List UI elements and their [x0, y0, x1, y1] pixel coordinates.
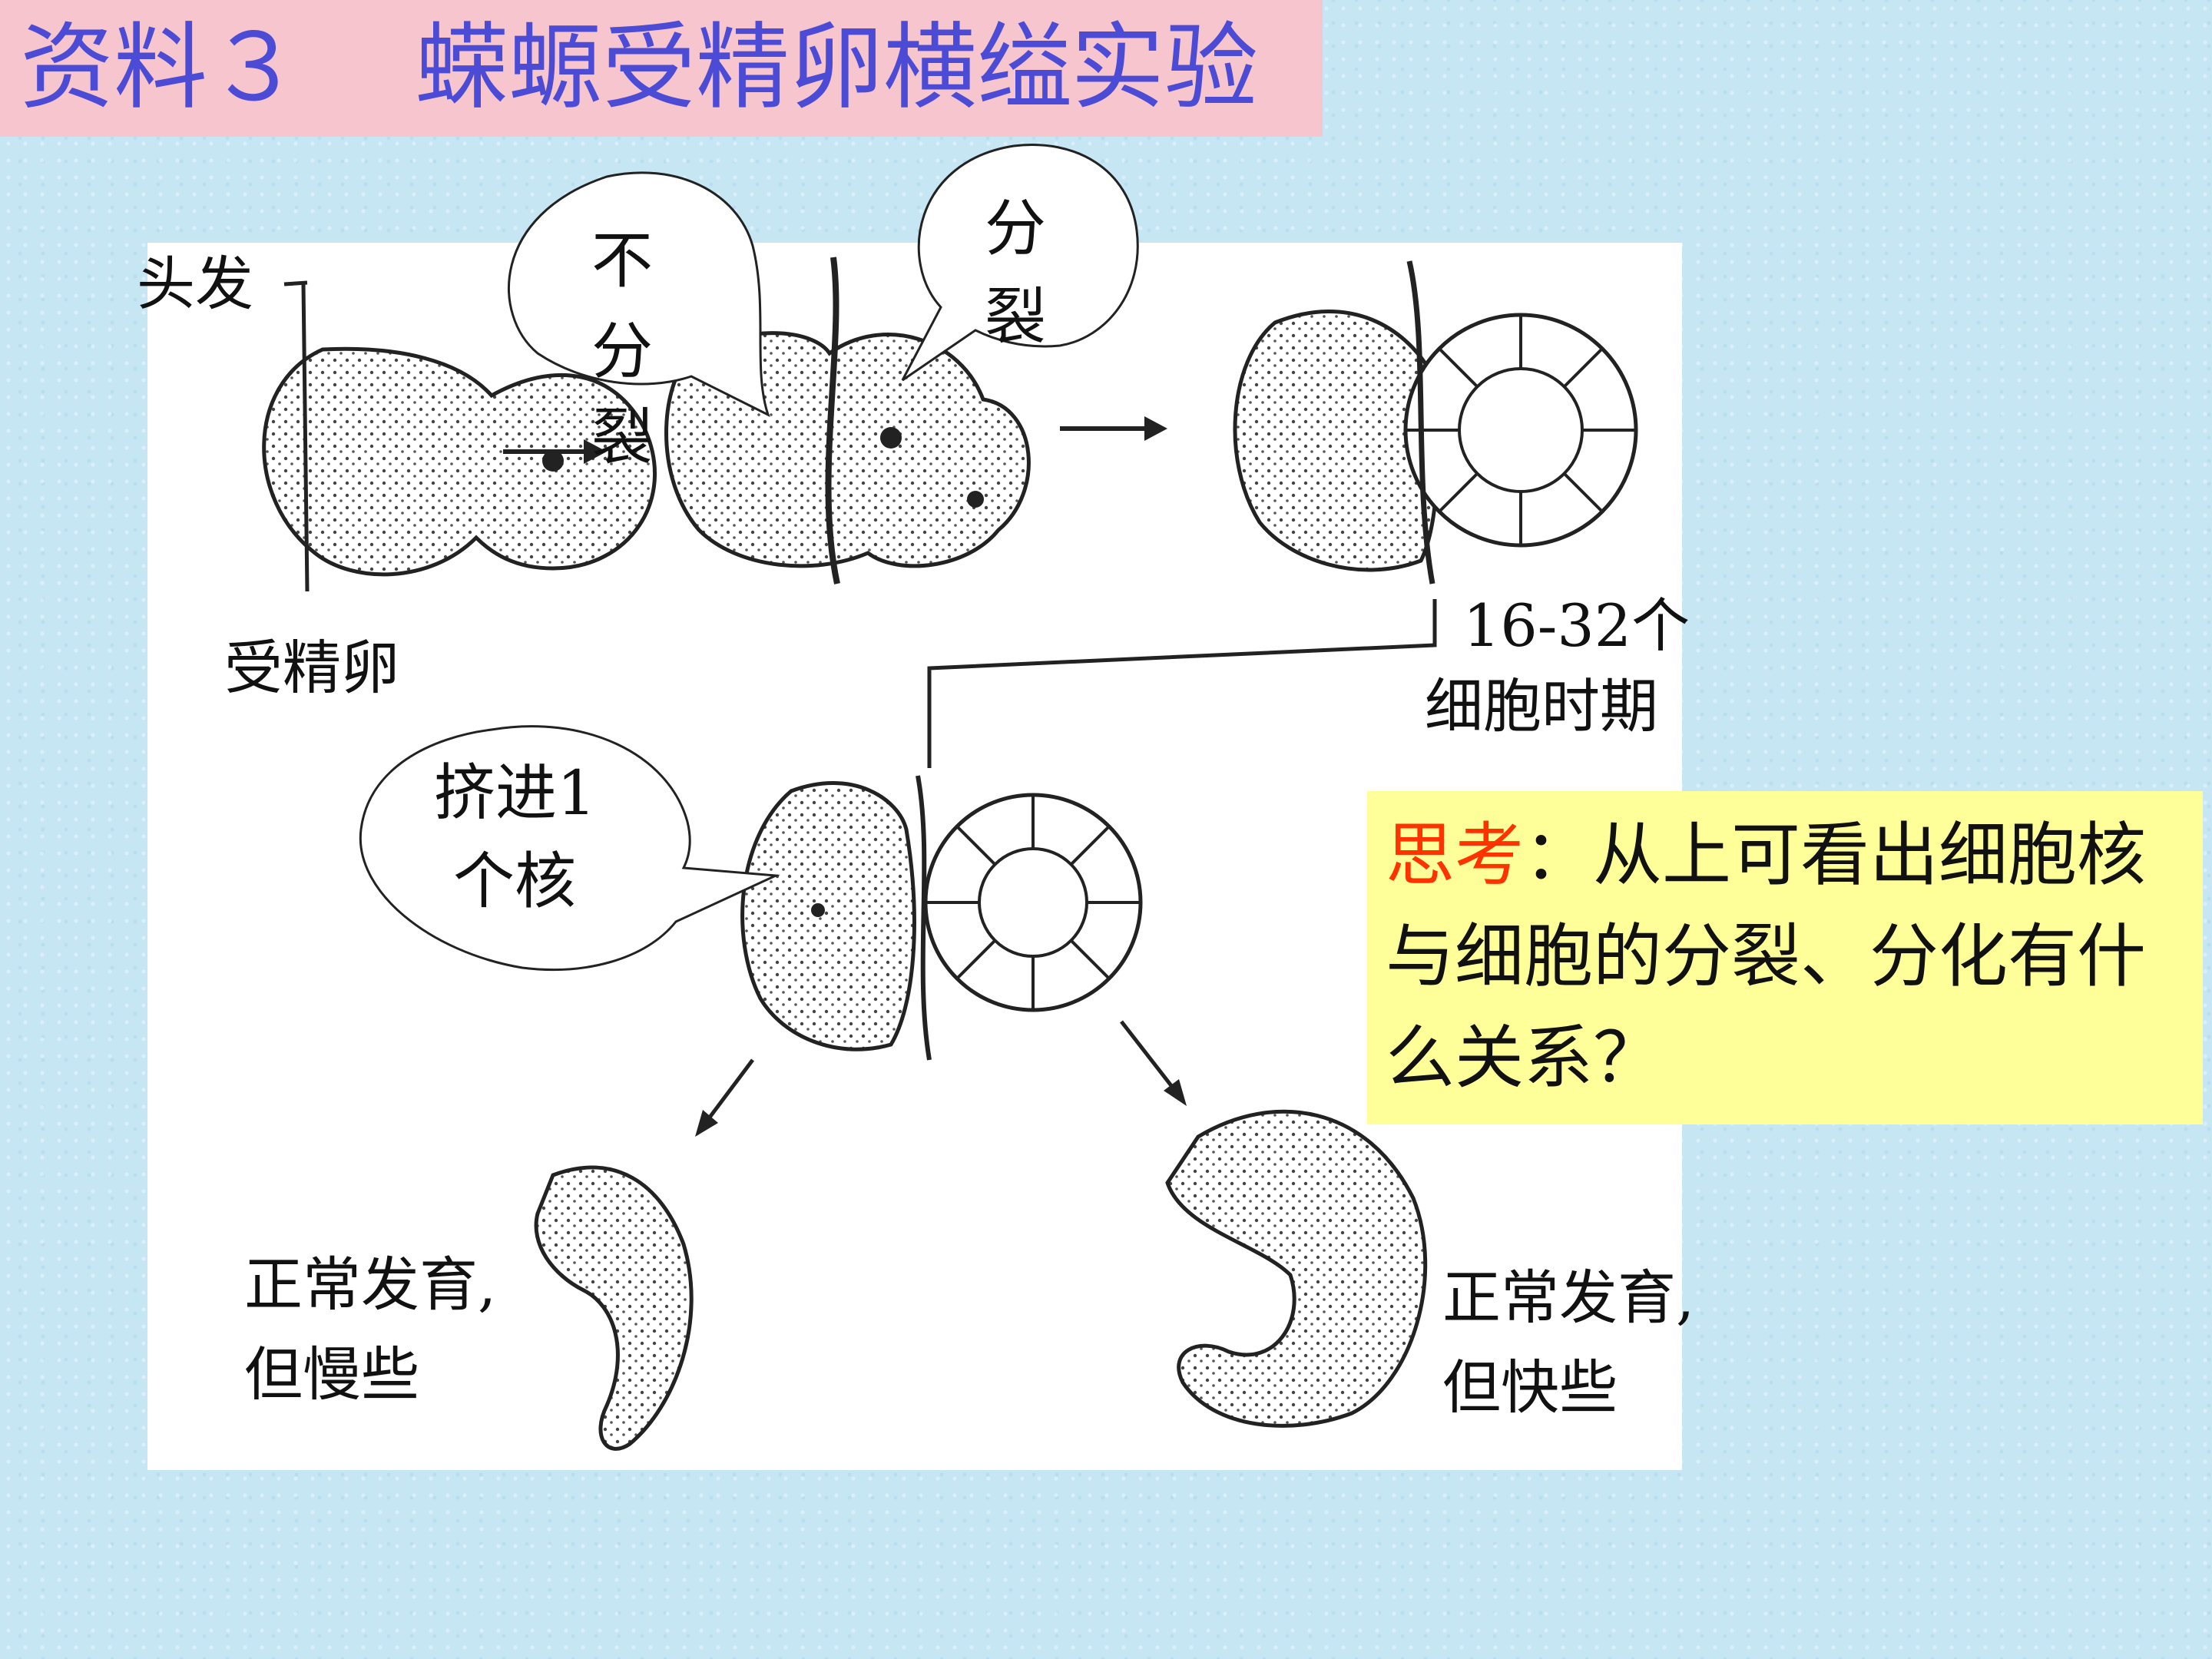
label-fast-line2: 但快些 — [1442, 1353, 1618, 1422]
label-fertilized-egg: 受精卵 — [224, 634, 399, 702]
arrow-left-down — [705, 1058, 754, 1123]
label-stage-line2: 细胞时期 — [1425, 672, 1658, 740]
title-experiment: 蝾螈受精卵横缢实验 — [415, 13, 1258, 122]
embryo-slow — [534, 1165, 694, 1451]
bubble-no-division-char-2: 分 — [591, 316, 653, 387]
connector-line — [927, 599, 1437, 768]
egg-stage-1 — [262, 280, 657, 592]
embryo-fast — [1165, 1109, 1428, 1428]
label-hair: 头发 — [137, 250, 253, 318]
label-stage-line1: 16-32个 — [1463, 591, 1690, 660]
egg-stage-3 — [1233, 260, 1638, 584]
label-slow-line1: 正常发育, — [244, 1250, 497, 1319]
egg-stage-4 — [740, 775, 1143, 1061]
bubble-squeeze-line2: 个核 — [453, 846, 576, 917]
think-question-box: 思考：从上可看出细胞核与细胞的分裂、分化有什么关系？ — [1367, 791, 2203, 1124]
bubble-squeeze-line1: 挤进1 — [434, 757, 596, 829]
think-question: ：从上可看出细胞核与细胞的分裂、分化有什么关系？ — [1386, 815, 2146, 1098]
title-material: 资料３ — [20, 13, 301, 122]
bubble-squeeze — [359, 725, 780, 971]
bubble-no-division — [508, 171, 770, 417]
bubble-division — [901, 144, 1139, 382]
think-key: 思考 — [1386, 815, 1524, 896]
label-slow-line2: 但慢些 — [244, 1340, 419, 1409]
label-fast-line1: 正常发育, — [1442, 1263, 1695, 1332]
bubble-no-division-char-1: 不 — [591, 225, 653, 296]
bubble-division-char-1: 分 — [985, 193, 1046, 264]
bubble-no-division-char-3: 裂 — [591, 402, 653, 473]
bubble-division-char-2: 裂 — [985, 281, 1046, 353]
title-bar: 资料３ 蝾螈受精卵横缢实验 — [0, 0, 1323, 137]
arrow-right-down — [1120, 1020, 1177, 1092]
